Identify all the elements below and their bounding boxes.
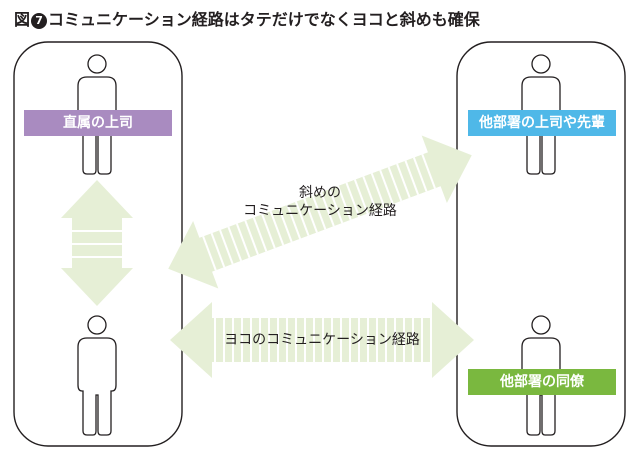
horizontal-arrow	[170, 302, 474, 378]
person-icon	[77, 315, 117, 436]
diagonal-arrow	[168, 135, 472, 289]
other-dept-boss-label: 他部署の上司や先輩	[468, 110, 616, 136]
vertical-arrow	[61, 180, 133, 306]
title-text: コミュニケーション経路はタテだけでなくヨコと斜めも確保	[48, 10, 480, 29]
direct-boss-label: 直属の上司	[24, 110, 172, 136]
other-dept-peer-label: 他部署の同僚	[468, 369, 616, 395]
horizontal-route-caption: ヨコのコミュニケーション経路	[224, 332, 420, 348]
diagonal-route-caption: 斜めの コミュニケーション経路	[230, 184, 410, 220]
diagonal-caption-line2: コミュニケーション経路	[243, 203, 397, 219]
diagonal-caption-line1: 斜めの	[299, 185, 341, 201]
title-prefix: 図	[14, 10, 31, 29]
figure-number-badge: 7	[31, 13, 48, 29]
other-department-box	[456, 41, 626, 447]
